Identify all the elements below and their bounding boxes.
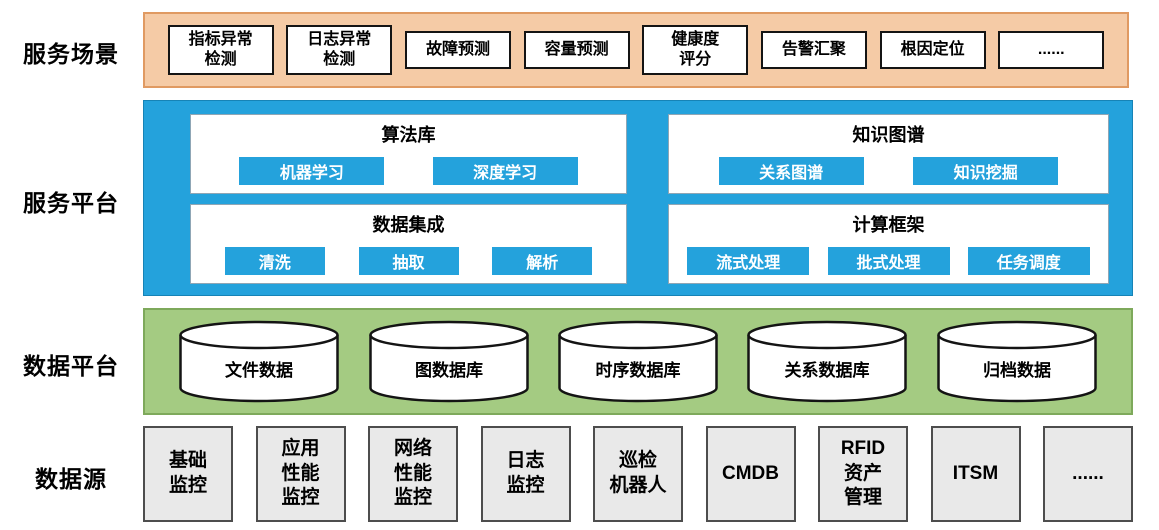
button-extraction: 抽取 xyxy=(358,247,459,275)
database-cylinder-timeseries-db: 时序数据库 xyxy=(558,320,718,402)
panel-title: 数据集成 xyxy=(372,215,445,235)
database-cylinder-graph-db: 图数据库 xyxy=(368,320,529,402)
panel-title: 计算框架 xyxy=(852,215,925,235)
row-label-scenarios: 服务场景 xyxy=(23,41,119,67)
scenario-item-alert-merge: 告警汇聚 xyxy=(760,31,867,69)
button-cleaning: 清洗 xyxy=(224,247,325,275)
platform-band: 算法库 机器学习 深度学习 知识图谱 关系图谱 知识挖掘 数据集成 清洗 抽取 … xyxy=(143,100,1133,296)
scenario-item-more: ...... xyxy=(998,31,1105,69)
panel-buttons: 关系图谱 知识挖掘 xyxy=(669,157,1108,185)
scenario-band: 指标异常 检测 日志异常 检测 故障预测 容量预测 健康度 评分 告警汇聚 根因… xyxy=(143,12,1129,88)
source-more: ...... xyxy=(1043,426,1133,522)
panel-data-integration: 数据集成 清洗 抽取 解析 xyxy=(190,204,627,284)
database-cylinder-archive-data: 归档数据 xyxy=(936,320,1097,402)
panel-title: 算法库 xyxy=(381,125,436,145)
source-cmdb: CMDB xyxy=(705,426,796,522)
cylinder-label: 文件数据 xyxy=(225,360,293,380)
scenario-item-fault-prediction: 故障预测 xyxy=(404,31,511,69)
button-parsing: 解析 xyxy=(492,247,593,275)
button-knowledge-mining: 知识挖掘 xyxy=(913,157,1059,185)
button-deep-learning: 深度学习 xyxy=(432,157,578,185)
source-row: 基础 监控 应用 性能 监控 网络 性能 监控 日志 监控 巡检 机器人 CMD… xyxy=(143,426,1133,522)
source-basic-monitoring: 基础 监控 xyxy=(143,426,233,522)
scenario-item-root-cause: 根因定位 xyxy=(879,31,986,69)
panel-knowledge-graph: 知识图谱 关系图谱 知识挖掘 xyxy=(668,114,1109,194)
cylinder-label: 关系数据库 xyxy=(785,360,870,380)
cylinder-label: 时序数据库 xyxy=(595,360,680,380)
panel-buttons: 机器学习 深度学习 xyxy=(191,157,626,185)
button-stream-processing: 流式处理 xyxy=(687,247,810,275)
source-log-monitoring: 日志 监控 xyxy=(480,426,571,522)
source-npm: 网络 性能 监控 xyxy=(368,426,458,522)
database-cylinder-file-data: 文件数据 xyxy=(179,320,340,402)
scenario-item-capacity: 容量预测 xyxy=(523,31,630,69)
cylinder-label: 归档数据 xyxy=(983,360,1051,380)
button-task-scheduling: 任务调度 xyxy=(967,247,1090,275)
row-label-data-platform: 数据平台 xyxy=(23,353,119,379)
button-machine-learning: 机器学习 xyxy=(239,157,385,185)
panel-title: 知识图谱 xyxy=(852,125,925,145)
database-cylinder-relational-db: 关系数据库 xyxy=(747,320,908,402)
cylinder-label: 图数据库 xyxy=(415,360,483,380)
scenario-item-log-anomaly: 日志异常 检测 xyxy=(286,25,393,75)
row-label-platform: 服务平台 xyxy=(23,190,119,216)
scenario-item-health-score: 健康度 评分 xyxy=(642,25,749,75)
panel-buttons: 清洗 抽取 解析 xyxy=(191,247,626,275)
button-relation-graph: 关系图谱 xyxy=(718,157,864,185)
row-label-sources: 数据源 xyxy=(35,466,107,492)
panel-computing-framework: 计算框架 流式处理 批式处理 任务调度 xyxy=(668,204,1109,284)
source-apm: 应用 性能 监控 xyxy=(255,426,346,522)
button-batch-processing: 批式处理 xyxy=(827,247,950,275)
panel-buttons: 流式处理 批式处理 任务调度 xyxy=(669,247,1108,275)
panel-algorithm-library: 算法库 机器学习 深度学习 xyxy=(190,114,627,194)
data-platform-band: 文件数据 图数据库 时序数据库 关系数据库 归档数据 xyxy=(143,308,1133,415)
source-inspection-robot: 巡检 机器人 xyxy=(593,426,683,522)
source-rfid-assets: RFID 资产 管理 xyxy=(818,426,908,522)
source-itsm: ITSM xyxy=(930,426,1021,522)
scenario-item-metric-anomaly: 指标异常 检测 xyxy=(167,25,274,75)
